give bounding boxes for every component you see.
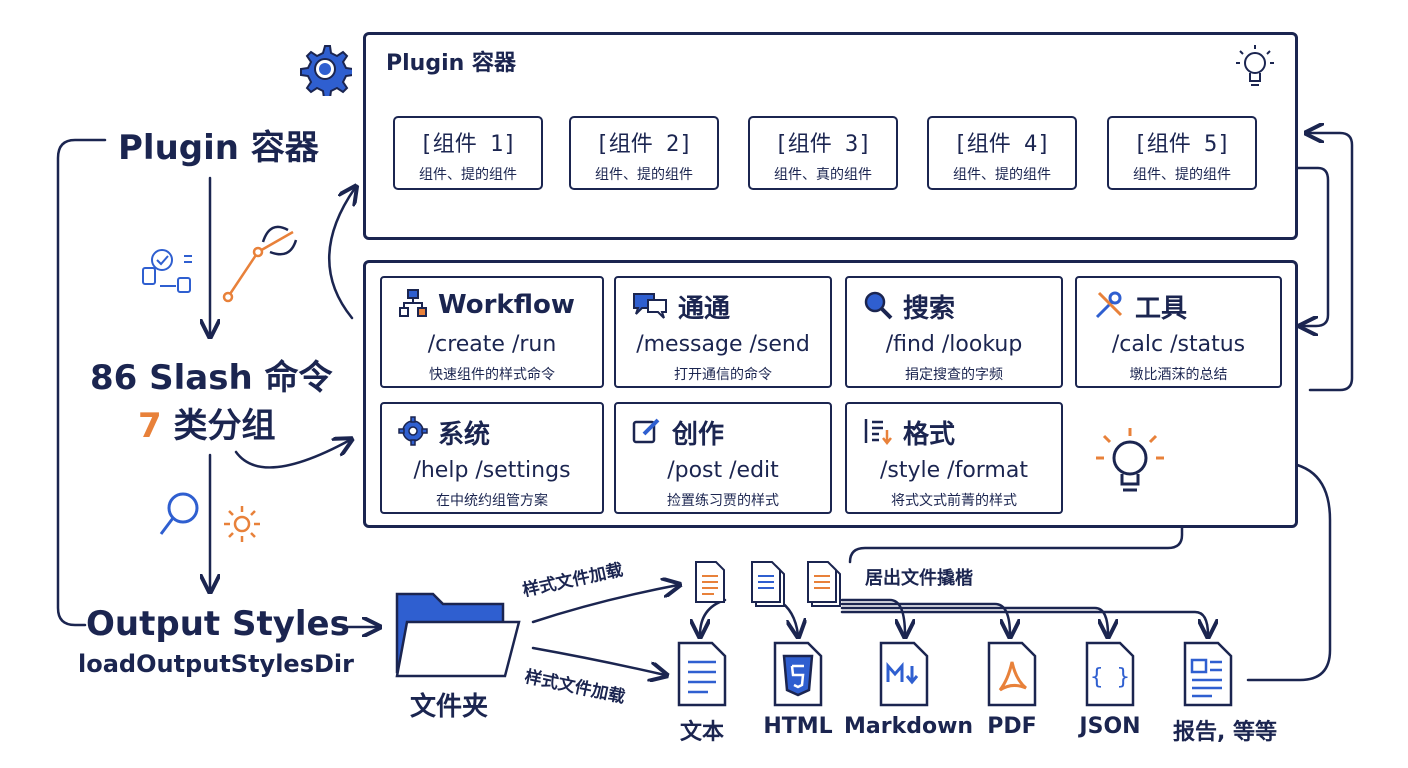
idea-lightbulb-icon	[1092, 424, 1168, 500]
component-label: [组件 5]	[1133, 132, 1231, 157]
output-func-label: loadOutputStylesDir	[78, 650, 354, 678]
component-label: [组件 2]	[595, 132, 693, 157]
component-label: [组件 3]	[774, 132, 872, 157]
search-icon	[863, 290, 893, 324]
category-title: 工具	[1135, 294, 1188, 324]
output-files-label: 居出文件撬楷	[865, 568, 973, 589]
format-label-pdf: PDF	[987, 714, 1037, 739]
sync-timeline-icon	[218, 212, 308, 307]
folder-label: 文件夹	[410, 692, 489, 722]
format-label-report: 报告, 等等	[1172, 720, 1278, 745]
checklist-icon	[140, 240, 200, 300]
svg-text:{ }: { }	[1090, 665, 1130, 690]
category-desc: 墩比酒莯的总结	[1129, 367, 1228, 383]
category-title: 系统	[438, 420, 491, 450]
category-commands: /message /send	[636, 332, 810, 357]
category-card-messaging[interactable]: 通通 /message /send 打开通信的命令	[614, 276, 832, 388]
format-icon	[863, 416, 893, 450]
groups-count: 7	[138, 406, 162, 446]
category-commands: /post /edit	[667, 458, 779, 483]
format-label-json: JSON	[1079, 714, 1141, 739]
category-title: 格式	[903, 420, 956, 450]
category-title: 创作	[672, 420, 725, 450]
category-card-create[interactable]: 创作 /post /edit 捡置练习贾的样式	[614, 402, 832, 514]
category-desc: 打开通信的命令	[674, 367, 772, 383]
category-commands: /style /format	[880, 458, 1028, 483]
plugin-label: Plugin 容器	[118, 128, 319, 168]
category-desc: 在中统约组管方案	[436, 493, 548, 509]
category-commands: /find /lookup	[885, 332, 1023, 357]
report-icon[interactable]	[1182, 640, 1234, 708]
category-card-workflow[interactable]: Workflow /create /run 快速组件的样式命令	[380, 276, 604, 388]
slash-commands-label: 86 Slash 命令	[90, 358, 333, 398]
plugin-container-title: Plugin 容器	[386, 51, 516, 76]
style-files-stack	[692, 560, 842, 610]
lightbulb-icon	[1235, 43, 1275, 93]
html5-icon[interactable]	[772, 640, 824, 708]
groups-text: 类分组	[173, 406, 276, 446]
json-icon[interactable]: { }	[1084, 640, 1136, 708]
category-title: 通通	[678, 294, 731, 324]
markdown-icon[interactable]	[878, 640, 930, 708]
component-sub: 组件、提的组件	[1133, 167, 1231, 183]
category-card-system[interactable]: 系统 /help /settings 在中统约组管方案	[380, 402, 604, 514]
component-sub: 组件、提的组件	[953, 167, 1051, 183]
category-card-tools[interactable]: 工具 /calc /status 墩比酒莯的总结	[1075, 276, 1282, 388]
category-commands: /calc /status	[1111, 332, 1246, 357]
component-sub: 组件、提的组件	[419, 167, 517, 183]
component-card[interactable]: [组件 5] 组件、提的组件	[1107, 116, 1257, 190]
gear-icon	[398, 415, 428, 450]
category-title: 搜索	[903, 294, 956, 324]
pdf-icon[interactable]	[986, 640, 1038, 708]
component-card[interactable]: [组件 4] 组件、提的组件	[927, 116, 1077, 190]
component-card[interactable]: [组件 1] 组件、提的组件	[393, 116, 543, 190]
format-label-markdown: Markdown	[844, 714, 974, 739]
component-sub: 组件、提的组件	[595, 167, 693, 183]
component-sub: 组件、真的组件	[774, 167, 872, 183]
format-label-html: HTML	[763, 714, 833, 739]
category-commands: /create /run	[427, 332, 557, 357]
format-label-text: 文本	[679, 720, 724, 745]
component-card[interactable]: [组件 3] 组件、真的组件	[748, 116, 898, 190]
category-desc: 快速组件的样式命令	[429, 367, 555, 383]
output-styles-label: Output Styles	[86, 604, 350, 644]
edit-icon	[632, 416, 662, 450]
category-card-search[interactable]: 搜索 /find /lookup 捐定搜查的字频	[845, 276, 1063, 388]
category-commands: /help /settings	[413, 458, 571, 483]
category-card-format[interactable]: 格式 /style /format 将式文式前菁的样式	[845, 402, 1063, 514]
category-desc: 捐定搜查的字频	[905, 367, 1003, 383]
tools-icon	[1093, 289, 1125, 325]
chat-icon	[632, 290, 668, 324]
category-desc: 将式文式前菁的样式	[891, 493, 1017, 509]
component-label: [组件 4]	[953, 132, 1051, 157]
component-label: [组件 1]	[419, 132, 517, 157]
category-title: Workflow	[438, 290, 575, 320]
folder-icon[interactable]	[393, 582, 523, 682]
workflow-icon	[398, 288, 428, 322]
groups-label: 7 类分组	[138, 398, 276, 447]
cog-icon	[220, 502, 264, 546]
category-desc: 捡置练习贾的样式	[667, 493, 779, 509]
magnifier-icon	[155, 488, 203, 540]
gear-icon	[298, 42, 354, 99]
text-doc-icon[interactable]	[676, 640, 728, 708]
component-card[interactable]: [组件 2] 组件、提的组件	[569, 116, 719, 190]
